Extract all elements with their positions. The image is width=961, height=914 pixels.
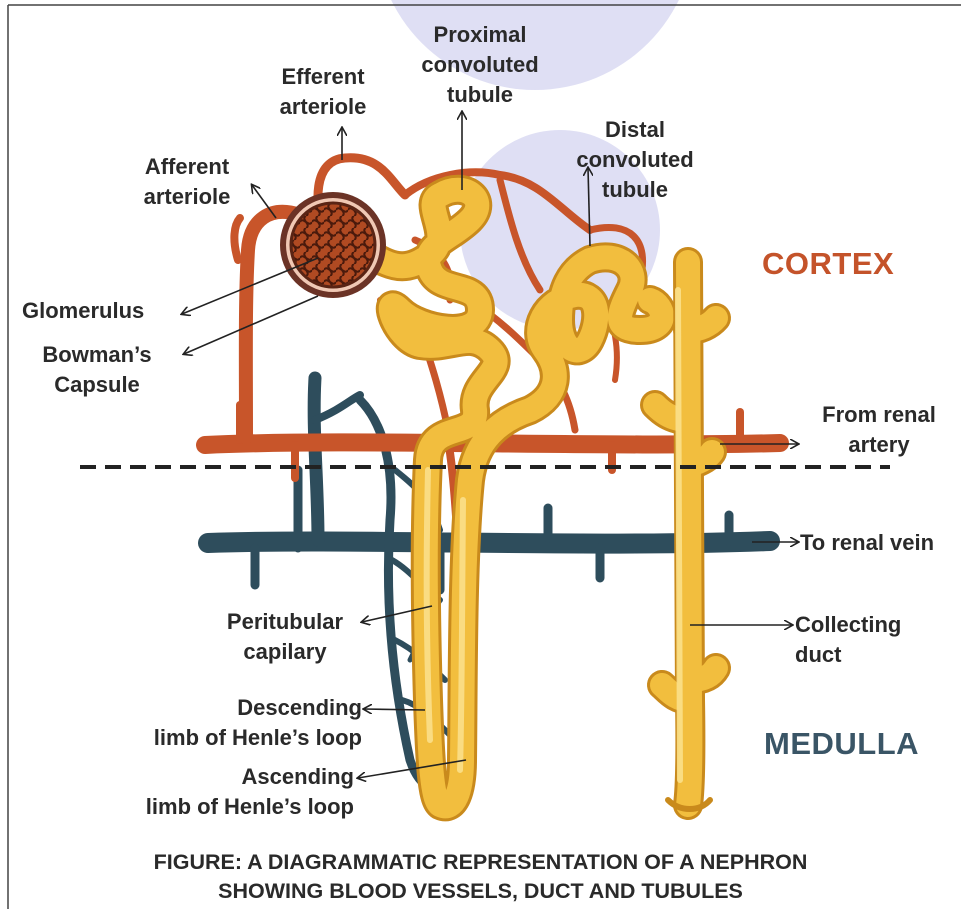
label-afferent-arteriole: Afferent arteriole [122, 152, 252, 212]
region-cortex: CORTEX [762, 246, 894, 282]
label-collecting-duct: Collecting duct [795, 610, 901, 670]
label-descending-limb: Descending limb of Henle’s loop [92, 693, 362, 753]
label-bowmans-capsule: Bowman’s Capsule [22, 340, 172, 400]
label-ascending-limb: Ascending limb of Henle’s loop [84, 762, 354, 822]
glomerulus-capsule [283, 195, 383, 295]
region-medulla: MEDULLA [764, 726, 919, 762]
label-peritubular-capillary: Peritubular capilary [210, 607, 360, 667]
label-proximal-tubule: Proximal convoluted tubule [405, 20, 555, 110]
label-to-renal-vein: To renal vein [800, 528, 934, 558]
label-from-renal-artery: From renal artery [804, 400, 954, 460]
label-efferent-arteriole: Efferent arteriole [258, 62, 388, 122]
label-glomerulus: Glomerulus [22, 296, 144, 326]
figure-caption: FIGURE: A DIAGRAMMATIC REPRESENTATION OF… [0, 848, 961, 906]
label-distal-tubule: Distal convoluted tubule [560, 115, 710, 205]
arrow-descending [364, 709, 425, 710]
